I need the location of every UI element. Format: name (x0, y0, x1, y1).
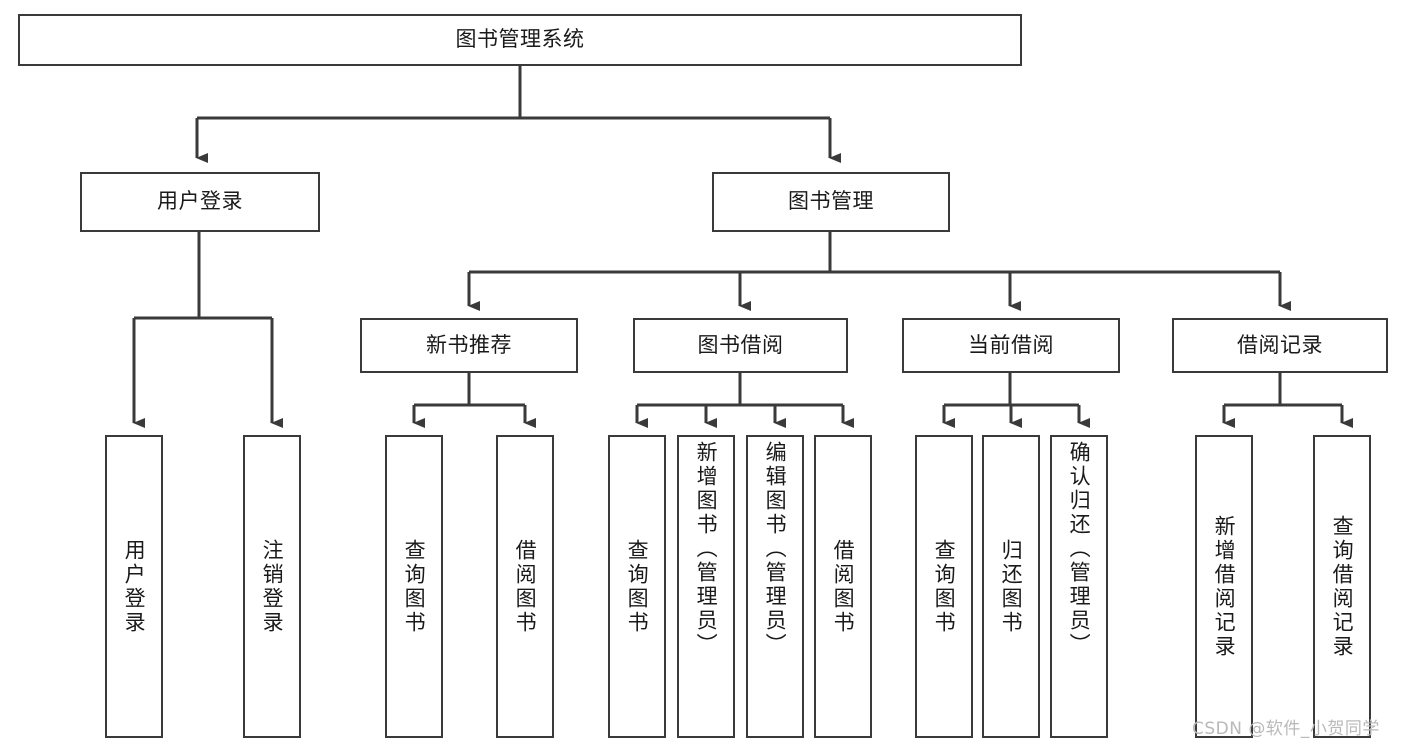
node-book-borrow[interactable]: 图书借阅 (633, 318, 848, 373)
leaf-query-book-recommend[interactable]: 查询图书 (385, 435, 443, 738)
node-borrow-record[interactable]: 借阅记录 (1172, 318, 1388, 373)
node-root[interactable]: 图书管理系统 (18, 14, 1022, 66)
leaf-user-login[interactable]: 用户登录 (105, 435, 163, 738)
watermark: CSDN @软件_小贺同学 (1192, 719, 1380, 739)
leaf-add-book-admin[interactable]: 新增图书（管理员） (677, 435, 735, 738)
leaf-logout-login[interactable]: 注销登录 (243, 435, 301, 738)
leaf-confirm-return-admin[interactable]: 确认归还（管理员） (1050, 435, 1108, 738)
leaf-edit-book-admin[interactable]: 编辑图书（管理员） (746, 435, 804, 738)
node-user-login[interactable]: 用户登录 (80, 172, 320, 232)
leaf-borrow-book-recommend[interactable]: 借阅图书 (496, 435, 554, 738)
leaf-query-borrow-record[interactable]: 查询借阅记录 (1313, 435, 1371, 738)
leaf-return-book[interactable]: 归还图书 (982, 435, 1040, 738)
leaf-add-borrow-record[interactable]: 新增借阅记录 (1195, 435, 1253, 738)
node-new-book-recommend[interactable]: 新书推荐 (360, 318, 578, 373)
leaf-borrow-book[interactable]: 借阅图书 (814, 435, 872, 738)
leaf-query-book-borrow[interactable]: 查询图书 (608, 435, 666, 738)
node-current-borrow[interactable]: 当前借阅 (902, 318, 1120, 373)
node-book-management[interactable]: 图书管理 (712, 172, 950, 232)
leaf-query-book-current[interactable]: 查询图书 (915, 435, 973, 738)
